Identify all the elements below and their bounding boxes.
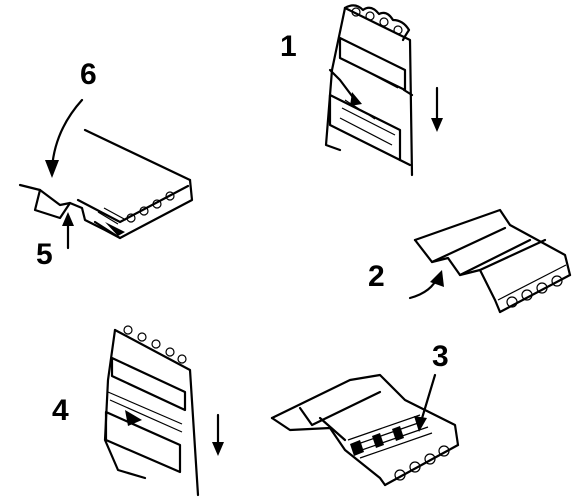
arrow-3 — [414, 373, 437, 432]
down-arrow-4 — [212, 413, 224, 456]
label-2: 2 — [368, 260, 385, 293]
arrow-6 — [45, 98, 84, 178]
label-5: 5 — [36, 238, 53, 271]
arrow-2 — [408, 270, 444, 300]
belt-segment-4 — [103, 325, 200, 497]
label-6: 6 — [80, 58, 97, 91]
down-arrow-1 — [431, 86, 443, 132]
label-4: 4 — [52, 394, 69, 427]
belt-segment-2 — [413, 208, 572, 314]
label-1: 1 — [280, 30, 297, 63]
belt-segment-1 — [324, 4, 414, 177]
belt-segment-3 — [270, 373, 460, 487]
belt-segment-5-6 — [18, 128, 194, 240]
arrow-5 — [62, 212, 74, 250]
label-3: 3 — [432, 340, 449, 373]
